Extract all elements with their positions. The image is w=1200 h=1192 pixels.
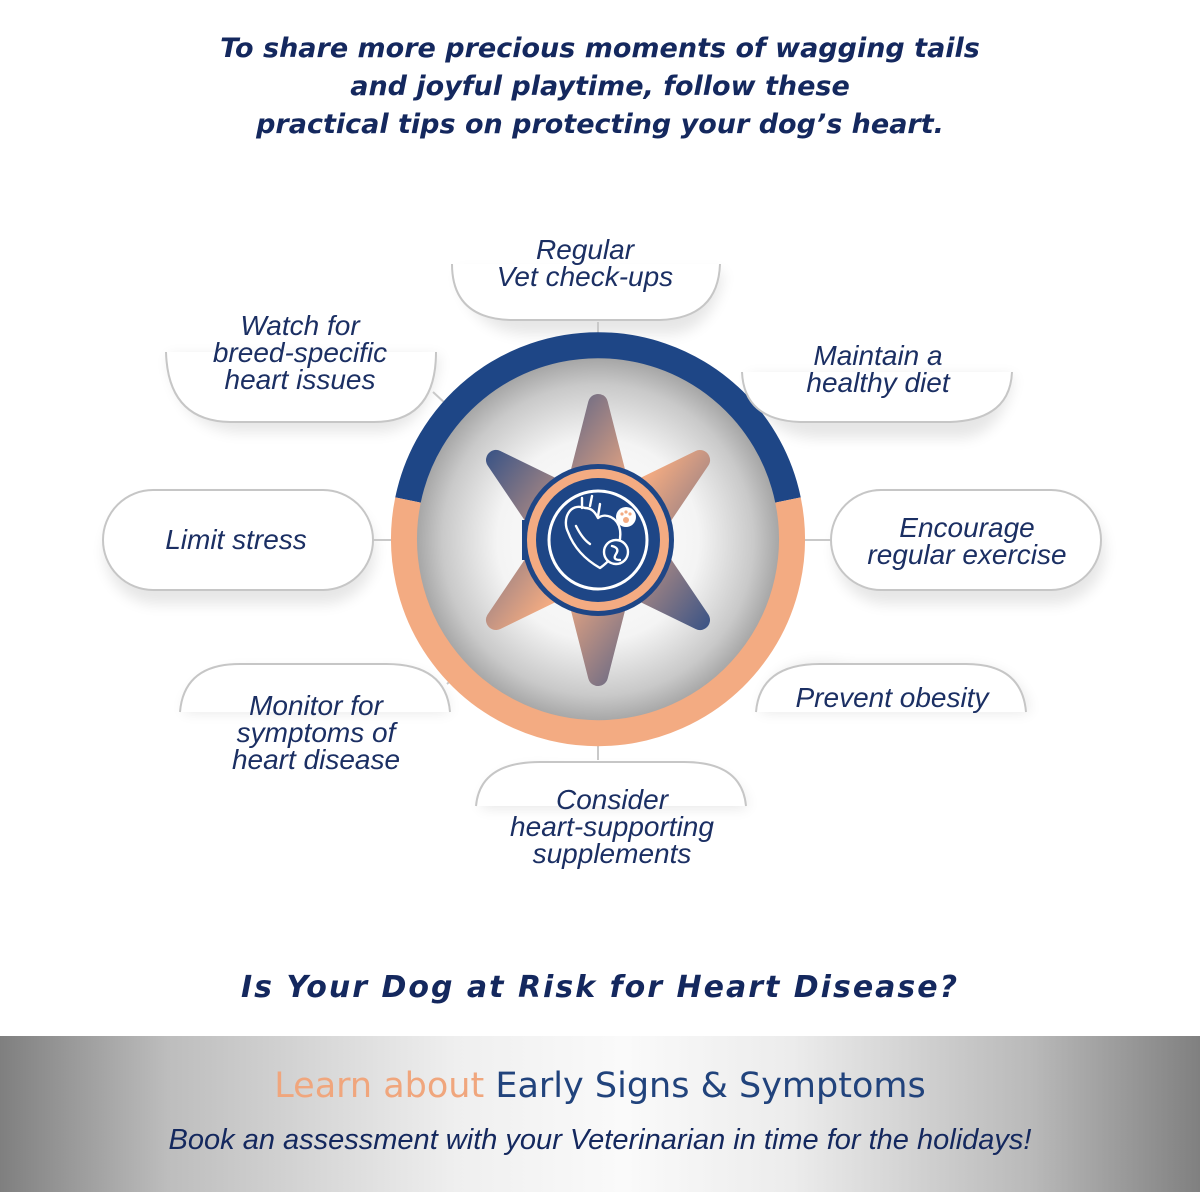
tip-line: supplements <box>532 838 692 869</box>
book-assessment-text: Book an assessment with your Veterinaria… <box>168 1124 1032 1156</box>
tip-line: Maintain a <box>813 340 943 371</box>
tip-line: Monitor for <box>249 690 383 721</box>
learn-about-line[interactable]: Learn about Early Signs & Symptoms <box>0 1062 1200 1110</box>
tip-line: breed-specific <box>212 337 388 368</box>
learn-prefix: Learn about <box>274 1066 485 1106</box>
tip-limit-stress: Limit stress <box>118 524 354 555</box>
tip-line: Encourage <box>899 512 1035 543</box>
tip-line: regular exercise <box>867 539 1067 570</box>
tip-line: Prevent obesity <box>795 682 989 713</box>
tip-line: Regular <box>535 234 635 265</box>
pill-breed-specific <box>165 351 437 423</box>
tip-line: Limit stress <box>165 524 307 555</box>
tip-monitor-symptoms: Monitor for symptoms of heart disease <box>198 690 434 775</box>
risk-question: Is Your Dog at Risk for Heart Disease? <box>240 970 960 1005</box>
pill-supplements <box>475 761 747 807</box>
headline: To share more precious moments of waggin… <box>100 30 1100 144</box>
tip-supplements: Consider heart-supporting supplements <box>480 784 744 869</box>
tip-breed-specific: Watch for breed-specific heart issues <box>180 310 420 395</box>
tip-line: Vet check-ups <box>496 261 674 292</box>
tip-prevent-obesity: Prevent obesity <box>770 682 1014 713</box>
tip-line: Consider <box>555 784 669 815</box>
headline-line: To share more precious moments of waggin… <box>220 33 980 64</box>
pill-prevent-obesity <box>755 663 1027 713</box>
tip-line: heart-supporting <box>510 811 714 842</box>
headline-line: and joyful playtime, follow these <box>350 71 850 102</box>
pill-vet-checkups <box>451 263 721 321</box>
tip-healthy-diet: Maintain a healthy diet <box>760 340 996 398</box>
pill-monitor-symptoms <box>179 663 451 713</box>
cta-banner[interactable]: Learn about Early Signs & Symptoms Book … <box>0 1036 1200 1192</box>
pill-healthy-diet <box>741 371 1013 423</box>
learn-topic-link[interactable]: Early Signs & Symptoms <box>495 1066 926 1106</box>
pill-regular-exercise <box>830 489 1102 591</box>
headline-line: practical tips on protecting your dog’s … <box>256 109 944 140</box>
tip-line: healthy diet <box>806 367 950 398</box>
pill-limit-stress <box>102 489 374 591</box>
tip-regular-exercise: Encourage regular exercise <box>845 512 1089 570</box>
tip-line: heart disease <box>231 744 401 775</box>
tip-line: Watch for <box>240 310 360 341</box>
tip-line: symptoms of <box>236 717 396 748</box>
heart-and-paw-icon <box>564 494 636 570</box>
tip-line: heart issues <box>224 364 376 395</box>
tip-vet-checkups: Regular Vet check-ups <box>470 234 700 292</box>
